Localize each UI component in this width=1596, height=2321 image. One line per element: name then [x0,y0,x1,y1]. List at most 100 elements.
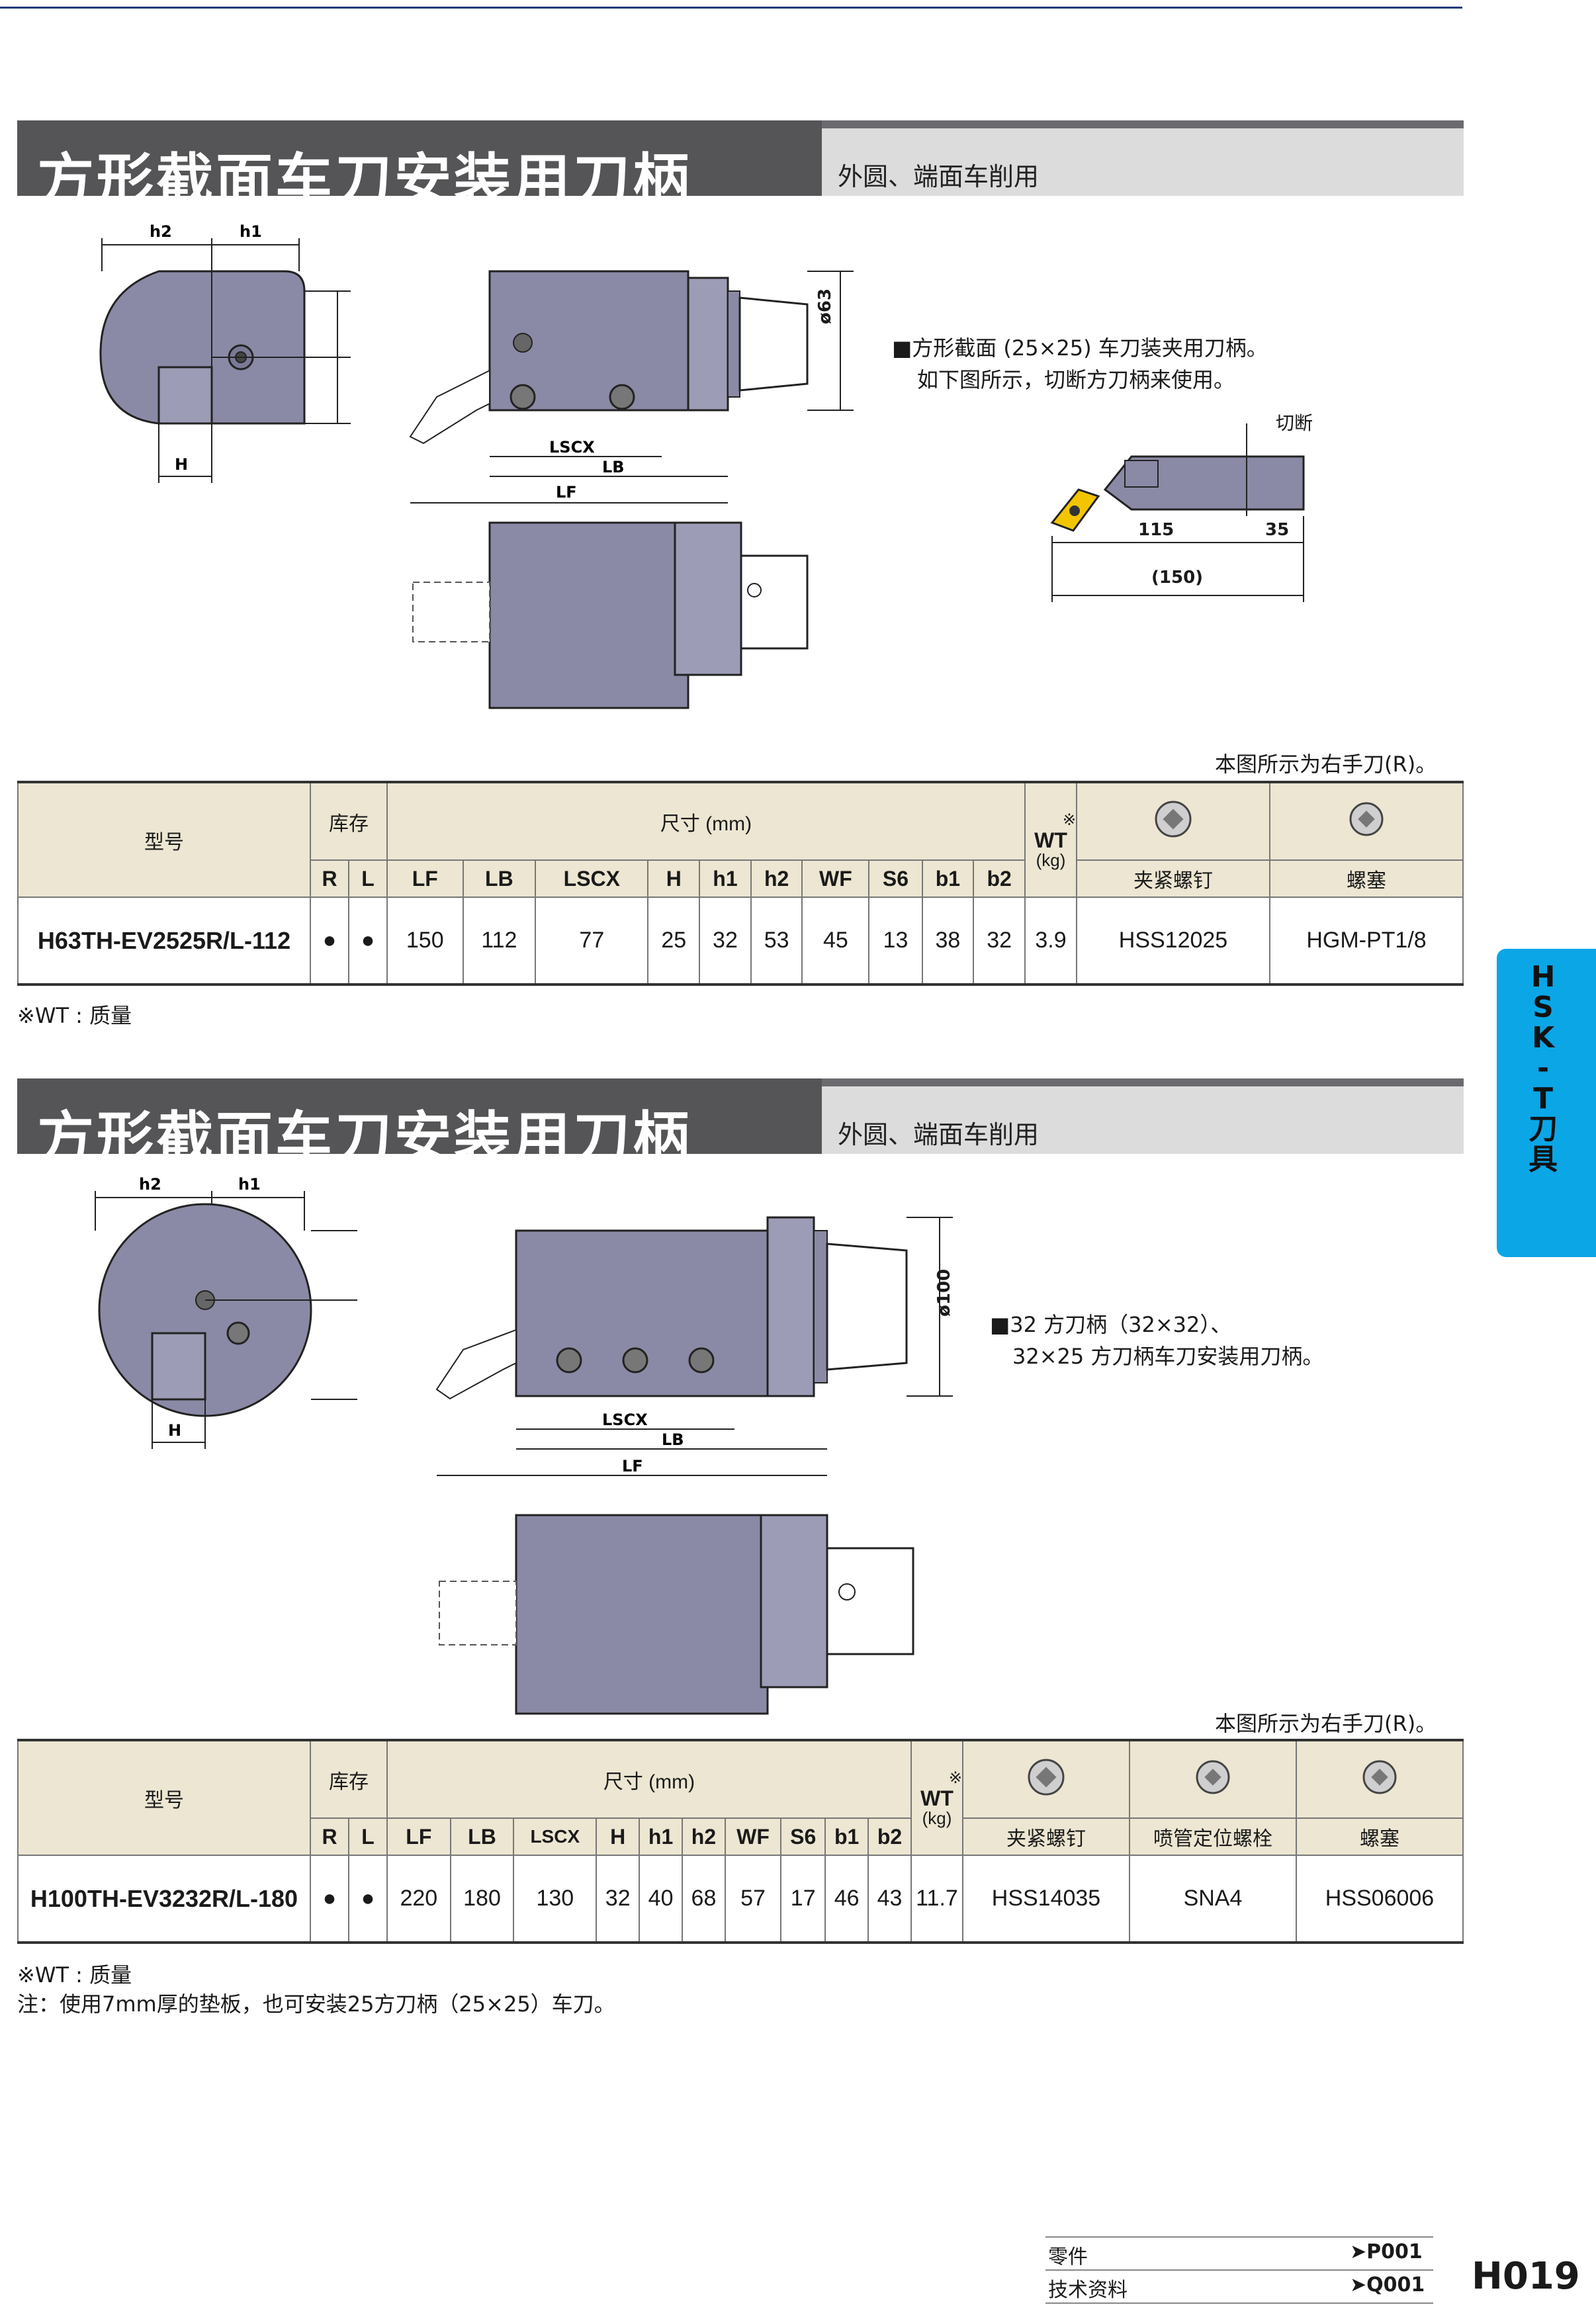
right-hand-note-1: 本图所示为右手刀(R)。 [1215,752,1437,777]
footnote-note-2: 注：使用7mm厚的垫板，也可安装25方刀柄（25×25）车刀。 [17,1992,615,2017]
footer-rule-1 [1045,2236,1433,2238]
section-title: 方形截面车刀安装用刀柄 [37,1106,692,1172]
cell-model: H100TH-EV3232R/L-180 [17,1855,311,1944]
table-row: H100TH-EV3232R/L-180 ● ● 220 180 130 32 … [17,1855,1464,1944]
label-h2: h2 [150,222,172,241]
spec-table-1: 型号 库存 尺寸 (mm) ※ WT (kg) R L LF LB LSCX H… [17,781,1464,986]
section-1-header: 方形截面车刀安装用刀柄 外圆、端面车削用 [17,120,1464,214]
th-dims: 尺寸 (mm) [386,781,1026,861]
desc-1-line-2: 如下图所示，切断方刀柄来使用。 [917,367,1235,392]
cell-lscx: 77 [535,897,649,986]
cell-h1: 32 [699,897,752,986]
th-col-lb: LB [449,1817,515,1856]
section-2-header: 方形截面车刀安装用刀柄 外圆、端面车削用 [17,1078,1464,1172]
th-col-wf: WF [724,1817,782,1856]
th-col-b1: b1 [824,1817,869,1856]
footer-rule-2 [1045,2269,1433,2271]
th-col-wf: WF [801,859,870,898]
cell-wt: 11.7 [910,1855,963,1944]
label-h1: h1 [240,222,262,241]
cell-l: ● [348,1855,388,1944]
dia-label-2: ø100 [934,1268,954,1317]
cell-part-screw: HSS14035 [962,1855,1130,1944]
th-col-h1: h1 [699,859,752,898]
dim-35: 35 [1265,520,1290,540]
spec-table-2: 型号 库存 尺寸 (mm) ※ WT (kg) R L LF LB LSCX H… [17,1739,1464,1944]
nozzle-bolt-icon [1129,1739,1297,1819]
th-col-lscx: LSCX [535,859,649,898]
label-h2: h2 [139,1175,161,1194]
th-col-s6: S6 [780,1817,826,1856]
cell-b1: 46 [824,1855,869,1944]
footer-tech-link[interactable]: ➤Q001 [1350,2273,1425,2297]
cell-part-screw: HSS12025 [1076,897,1270,986]
cell-wt: 3.9 [1024,897,1077,986]
cell-h2: 53 [750,897,803,986]
plug-icon [1269,781,1464,861]
section-subtitle: 外圆、端面车削用 [838,1120,1040,1149]
screw-icon [962,1739,1130,1819]
th-stock: 库存 [310,781,388,861]
th-stock: 库存 [310,1739,388,1819]
cell-lf: 150 [386,897,464,986]
label-lscx: LSCX [549,438,595,457]
end-view-drawing-2: h2 h1 H [95,1175,357,1449]
top-view-drawing-1 [412,521,809,709]
top-view-drawing-2 [439,1514,914,1715]
footnote-wt-1: ※WT : 质量 [17,1003,132,1028]
th-model: 型号 [17,1739,311,1856]
th-col-h2: h2 [750,859,803,898]
cell-model: H63TH-EV2525R/L-112 [17,897,311,986]
top-rule [0,7,1462,9]
dim-150: (150) [1151,568,1204,588]
desc-2-line-2: 32×25 方刀柄车刀安装用刀柄。 [1012,1344,1324,1369]
cell-lscx: 130 [513,1855,598,1944]
section-subtitle: 外圆、端面车削用 [838,162,1040,191]
th-part-plug: 螺塞 [1269,859,1464,898]
cell-b1: 38 [921,897,975,986]
cell-part-nozzle-bolt: SNA4 [1129,1855,1297,1944]
cell-l: ● [348,897,388,986]
dim-115: 115 [1138,520,1175,540]
label-lscx: LSCX [602,1411,648,1429]
th-col-b2: b2 [973,859,1026,898]
footer-parts-label: 零件 [1048,2246,1088,2269]
th-col-lf: LF [386,859,464,898]
cell-lb: 180 [449,1855,515,1944]
th-col-lf: LF [386,1817,451,1856]
th-part-screw: 夹紧螺钉 [1076,859,1270,898]
th-col-b2: b2 [867,1817,912,1856]
label-lf: LF [622,1457,643,1475]
footer-rule-3 [1045,2302,1433,2304]
footer-tech-label: 技术资料 [1048,2279,1128,2302]
cell-b2: 43 [867,1855,912,1944]
cell-s6: 13 [868,897,923,986]
label-lf: LF [556,483,577,502]
cell-b2: 32 [973,897,1026,986]
th-col-b1: b1 [921,859,975,898]
label-h: H [175,455,188,474]
th-part-plug: 螺塞 [1296,1817,1464,1856]
th-col-lscx: LSCX [513,1817,598,1856]
th-wt: ※ WT (kg) [1024,781,1077,898]
table-row: H63TH-EV2525R/L-112 ● ● 150 112 77 25 32… [17,897,1464,986]
th-col-s6: S6 [868,859,923,898]
label-lb: LB [602,458,625,476]
th-wt: ※ WT (kg) [910,1739,963,1856]
th-dims: 尺寸 (mm) [386,1739,912,1819]
screw-icon [1076,781,1270,861]
right-hand-note-2: 本图所示为右手刀(R)。 [1215,1711,1437,1736]
desc-1-line-1: ■方形截面 (25×25) 车刀装夹用刀柄。 [892,335,1268,361]
th-col-h: H [596,1817,641,1856]
cell-part-plug: HSS06006 [1296,1855,1464,1944]
th-part-screw: 夹紧螺钉 [962,1817,1130,1856]
th-col-lb: LB [462,859,537,898]
side-tab-hsk-t[interactable]: H S K - T 刀 具 [1497,949,1596,1257]
cell-r: ● [310,897,349,986]
cell-lf: 220 [386,1855,451,1944]
section-title: 方形截面车刀安装用刀柄 [37,148,692,214]
footer-parts-link[interactable]: ➤P001 [1350,2240,1423,2263]
cell-s6: 17 [780,1855,826,1944]
label-lb: LB [662,1430,684,1449]
th-r: R [310,1817,349,1856]
